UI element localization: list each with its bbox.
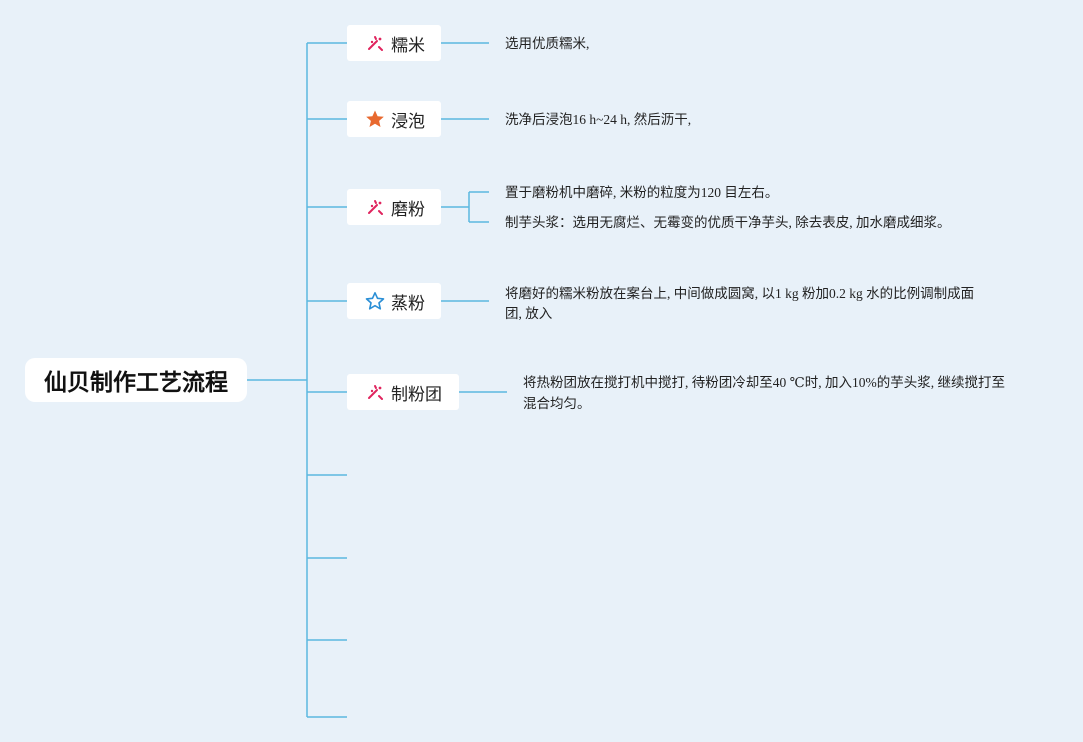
step-detail: 洗净后浸泡16 h~24 h, 然后沥干,	[505, 112, 692, 127]
step-node-steaming[interactable]: 蒸粉	[347, 283, 441, 319]
step-label: 糯米	[391, 35, 425, 56]
step-detail: 将磨好的糯米粉放在案台上, 中间做成圆窝, 以1 kg 粉加0.2 kg 水的比…	[505, 286, 975, 301]
step-node-grinding[interactable]: 磨粉	[347, 189, 441, 225]
step-node-dough[interactable]: 制粉团	[347, 374, 459, 410]
root-topic-label: 仙贝制作工艺流程	[44, 370, 228, 396]
step-label: 磨粉	[391, 199, 425, 220]
sparkle-wand-icon	[365, 197, 385, 217]
root-topic[interactable]: 仙贝制作工艺流程	[25, 358, 247, 402]
step-detail: 团, 放入	[505, 306, 553, 321]
step-label: 蒸粉	[391, 293, 425, 314]
step-detail: 选用优质糯米,	[505, 36, 590, 51]
step-detail: 将热粉团放在搅打机中搅打, 待粉团冷却至40 ℃时, 加入10%的芋头浆, 继续…	[523, 375, 1005, 390]
star-filled-icon	[365, 109, 385, 129]
step-node-soak[interactable]: 浸泡	[347, 101, 441, 137]
step-detail: 混合均匀。	[523, 396, 591, 411]
step-label: 浸泡	[391, 111, 425, 132]
step-detail: 置于磨粉机中磨碎, 米粉的粒度为120 目左右。	[505, 185, 779, 200]
step-detail: 制芋头浆：选用无腐烂、无霉变的优质干净芋头, 除去表皮, 加水磨成细浆。	[505, 215, 951, 230]
sparkle-wand-icon	[365, 33, 385, 53]
sparkle-wand-icon	[365, 382, 385, 402]
step-node-glutinous-rice[interactable]: 糯米	[347, 25, 441, 61]
star-outline-icon	[365, 291, 385, 311]
step-label: 制粉团	[391, 384, 442, 405]
